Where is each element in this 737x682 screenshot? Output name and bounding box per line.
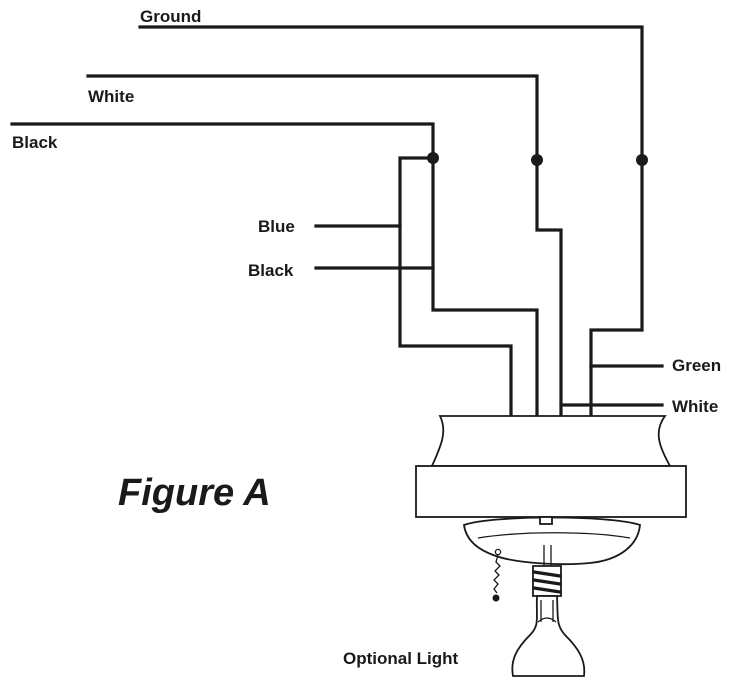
pull-chain-anchor bbox=[494, 548, 502, 556]
optional-light-label: Optional Light bbox=[343, 649, 459, 668]
bulb-stem bbox=[543, 545, 552, 566]
black-splice-dot bbox=[427, 152, 439, 164]
socket-threads bbox=[532, 570, 562, 594]
ground-supply-label: Ground bbox=[140, 7, 202, 26]
black-lead-label: Black bbox=[248, 261, 294, 280]
white-supply-label: White bbox=[88, 87, 135, 106]
white-lead-label: White bbox=[672, 397, 719, 416]
blue-lead-label: Blue bbox=[258, 217, 295, 236]
black-supply-wire bbox=[10, 122, 539, 417]
fan-motor-housing bbox=[415, 465, 687, 518]
black-supply-label: Black bbox=[12, 133, 58, 152]
white-supply-wire bbox=[86, 74, 563, 417]
green-lead-label: Green bbox=[672, 356, 722, 375]
white-splice-dot bbox=[531, 154, 543, 166]
light-kit-bowl bbox=[463, 516, 641, 566]
ground-supply-wire bbox=[138, 25, 644, 417]
ground-splice-dot bbox=[636, 154, 648, 166]
pull-chain bbox=[493, 554, 501, 594]
bulb-filament bbox=[537, 600, 557, 623]
fan-canopy bbox=[430, 415, 672, 467]
figure-title: Figure A bbox=[118, 472, 271, 514]
blue-lead-wire bbox=[398, 156, 513, 417]
light-kit-nub bbox=[539, 516, 553, 525]
pull-chain-knob bbox=[492, 594, 500, 602]
light-kit-rim bbox=[477, 532, 631, 539]
light-bulb bbox=[511, 595, 586, 677]
